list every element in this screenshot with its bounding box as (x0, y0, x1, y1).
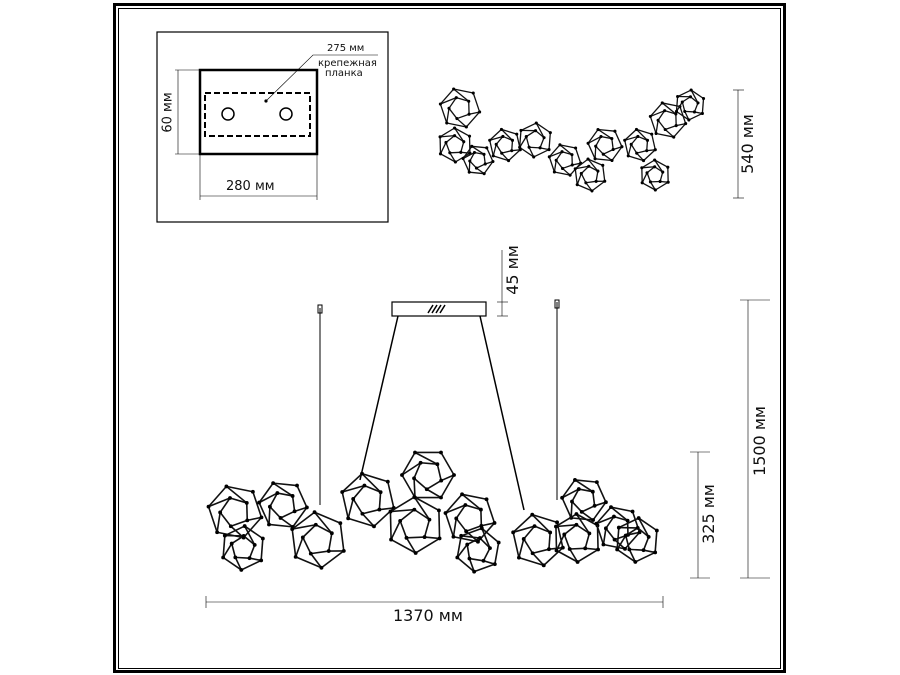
polyhedron-shade (388, 495, 442, 555)
canopy-height-label: 45 мм (502, 245, 522, 295)
mount-height-label: 60 мм (160, 92, 176, 133)
polyhedron-shade (443, 492, 497, 544)
mounting-bracket-outline (204, 92, 311, 137)
polyhedron-shade (438, 126, 472, 164)
total-height-label: 1500 мм (749, 406, 769, 476)
polyhedron-shade (340, 471, 396, 529)
bracket-size-label: 275 мм (327, 43, 365, 54)
polyhedron-shade (488, 127, 522, 163)
polyhedron-shade (518, 121, 552, 159)
polyhedron-shade (461, 144, 495, 176)
polyhedron-shade (560, 478, 608, 522)
mount-width-label: 280 мм (226, 179, 275, 194)
polyhedron-shade (455, 526, 501, 574)
mount-plate-panel (156, 31, 389, 223)
canopy-hatch-icon (427, 304, 446, 314)
chandelier-top-view (438, 87, 706, 193)
polyhedron-shade (547, 143, 583, 177)
polyhedron-shade (400, 450, 456, 500)
leader-line (265, 54, 378, 102)
polyhedron-shade (221, 524, 265, 572)
polyhedron-shade (511, 512, 565, 568)
bracket-name-line2: планка (325, 68, 363, 79)
polyhedron-shade (573, 157, 607, 193)
length-label: 1370 мм (393, 606, 463, 625)
polyhedron-shade (586, 127, 624, 163)
depth-label: 540 мм (737, 114, 757, 174)
polyhedron-shade (257, 481, 309, 529)
polyhedron-shade (290, 510, 346, 570)
suspension-rod (479, 315, 525, 511)
drawing-frame-inner (118, 8, 781, 669)
polyhedron-shade (438, 87, 482, 129)
screw-hole (221, 107, 235, 121)
mount-plate-outline (198, 68, 319, 156)
chandelier-front-view (206, 450, 659, 574)
bracket-name-line1: крепежная (318, 58, 377, 69)
suspension-rod (359, 315, 399, 481)
polyhedron-shade (648, 101, 688, 139)
screw-hole (279, 107, 293, 121)
polyhedron-shade (674, 88, 706, 122)
polyhedron-shade (615, 516, 659, 564)
polyhedron-shade (640, 158, 670, 192)
polyhedron-shade (623, 127, 657, 163)
body-height-label: 325 мм (698, 484, 718, 544)
drawing-frame (113, 3, 786, 673)
